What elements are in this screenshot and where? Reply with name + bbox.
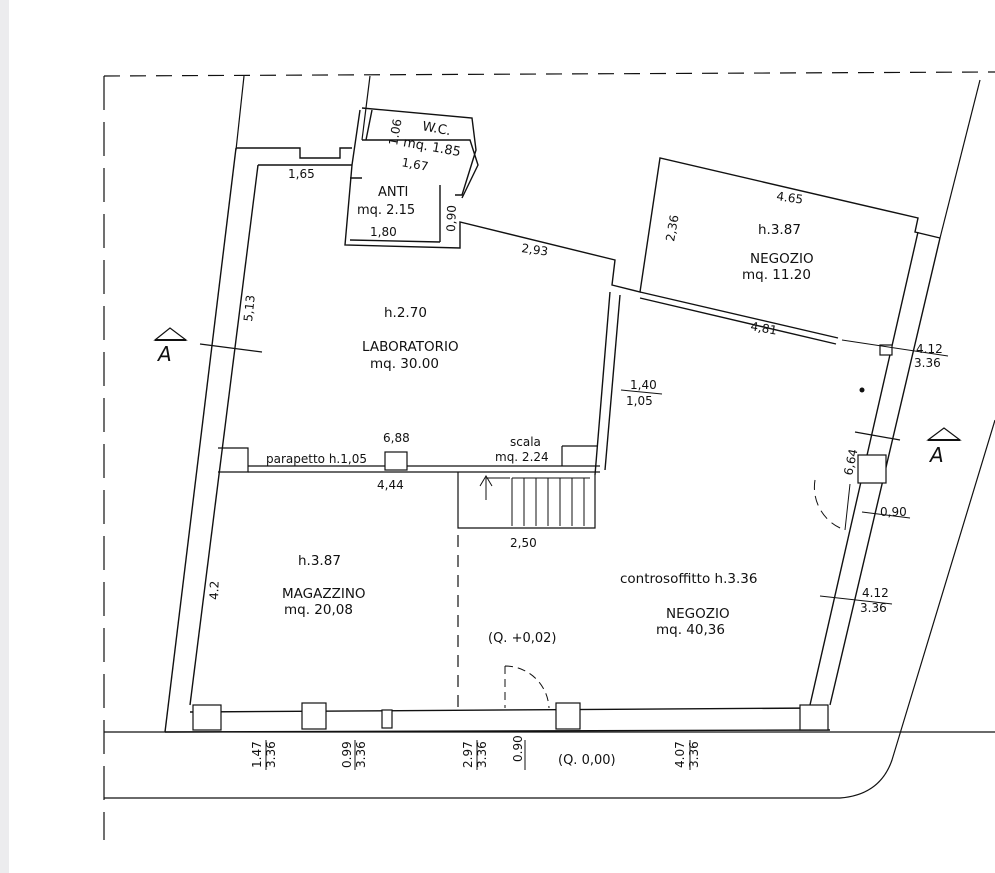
dim-line	[620, 389, 663, 395]
negozio-small-height: h.3.87	[758, 222, 801, 238]
dim-4-65: 4.65	[776, 189, 804, 207]
dim-line	[841, 339, 949, 357]
level-outer: (Q. 0,00)	[558, 753, 616, 768]
parapetto-label: parapetto h.1,05	[266, 452, 367, 466]
marker-dot	[859, 387, 865, 393]
laboratorio-area: mq. 30.00	[370, 356, 439, 372]
bottom-dim-3-bot: 3.36	[475, 741, 489, 768]
bottom-dim-2-top: 0.99	[340, 741, 354, 768]
dim-4-12-a: 4.12	[916, 342, 943, 356]
section-marker-right	[926, 427, 962, 441]
negozio-small-area: mq. 11.20	[742, 267, 811, 283]
pier	[555, 702, 581, 730]
dim-1-65: 1,65	[288, 167, 315, 181]
level-inner: (Q. +0,02)	[488, 631, 556, 646]
bottom-dim-3-top: 2.97	[461, 741, 475, 768]
dim-2-36: 2,36	[663, 214, 681, 243]
dim-4-81: 4,81	[749, 319, 778, 337]
wc-dim-h: 1.06	[386, 118, 404, 147]
neighbour-wall	[235, 75, 245, 151]
property-line-top	[103, 71, 995, 77]
dim-3-36-b: 3.36	[860, 601, 887, 615]
bottom-dim-5-bot: 3.36	[687, 741, 701, 768]
section-marker-left	[153, 327, 188, 341]
dim-1-05: 1,05	[626, 394, 653, 408]
negozio-large-area: mq. 40,36	[656, 622, 725, 638]
sidewalk-curb	[104, 419, 995, 799]
dim-4-12-b: 4.12	[862, 586, 889, 600]
exterior-walls	[164, 107, 941, 733]
parapet-partition	[218, 445, 600, 710]
section-letter-right: A	[928, 443, 944, 467]
dim-6-64: 6,64	[841, 448, 860, 477]
bottom-dim-5-top: 4.07	[673, 741, 687, 768]
pier	[192, 704, 222, 731]
bottom-dim-2-bot: 3.36	[354, 741, 368, 768]
dim-2-93: 2,93	[521, 241, 549, 259]
section-cuts	[199, 343, 901, 441]
wc-dim-w: 1,67	[401, 155, 430, 173]
dim-line	[861, 511, 911, 519]
bottom-dim-4: 0.90	[511, 735, 525, 762]
dim-4-2: 4.2	[207, 581, 222, 601]
pier	[857, 454, 887, 484]
scala-name: scala	[510, 435, 541, 449]
page-edge-strip	[0, 0, 9, 873]
pier	[381, 709, 393, 729]
stairs	[479, 475, 590, 526]
negozio-large-ceiling: controsoffitto h.3.36	[620, 571, 757, 587]
neighbour-wall	[939, 79, 981, 239]
scala-area: mq. 2.24	[495, 450, 549, 464]
anti-dim-h: 0,90	[444, 205, 459, 232]
pier	[301, 702, 327, 730]
laboratorio-name: LABORATORIO	[362, 339, 459, 355]
pier	[799, 704, 829, 731]
anti-area: mq. 2.15	[357, 203, 415, 218]
anti-name: ANTI	[378, 185, 408, 200]
dim-5-13: 5,13	[241, 294, 258, 322]
magazzino-name: MAGAZZINO	[282, 586, 366, 602]
dim-2-50: 2,50	[510, 536, 537, 550]
bottom-dim-ticks	[265, 740, 691, 770]
dim-6-88: 6,88	[383, 431, 410, 445]
dim-4-44: 4,44	[377, 478, 404, 492]
negozio-small-name: NEGOZIO	[750, 251, 814, 267]
door-swings	[504, 479, 851, 709]
dim-3-36-a: 3.36	[914, 356, 941, 370]
dim-line	[819, 595, 893, 605]
bottom-dim-1-bot: 3.36	[264, 741, 278, 768]
wc-name: W.C.	[421, 119, 452, 139]
dim-0-90-right: 0,90	[880, 505, 907, 519]
magazzino-area: mq. 20,08	[284, 602, 353, 618]
laboratorio-height: h.2.70	[384, 305, 427, 321]
dim-1-40: 1,40	[630, 378, 657, 392]
bottom-dim-1-top: 1.47	[250, 741, 264, 768]
pier	[384, 451, 408, 471]
pier	[879, 344, 893, 356]
magazzino-height: h.3.87	[298, 553, 341, 569]
negozio-large-name: NEGOZIO	[666, 606, 730, 622]
anti-dim-w: 1,80	[370, 225, 397, 239]
section-letter-left: A	[156, 342, 172, 366]
